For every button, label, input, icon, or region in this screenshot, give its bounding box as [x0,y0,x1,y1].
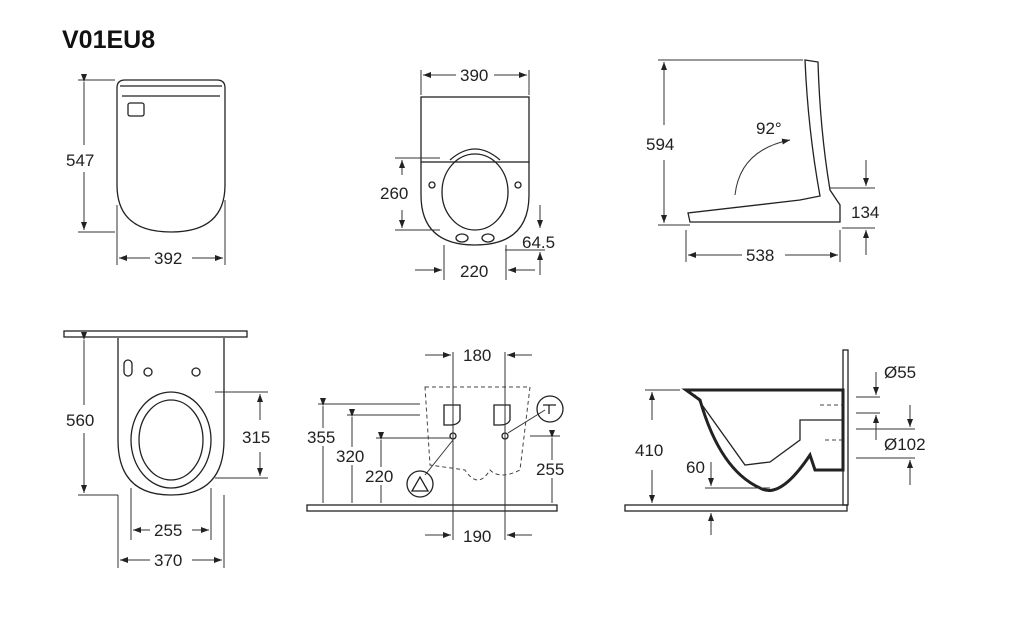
dim-bowl-height: 410 [635,441,663,460]
dim-bowl-width: 370 [154,551,182,570]
dim-bowl-length: 560 [66,411,94,430]
dim-bowl-depth: 60 [686,458,705,477]
dim-wall-bottom-spacing: 190 [463,527,491,546]
dim-inlet-diameter: Ø55 [884,363,916,382]
dim-outlet-diameter: Ø102 [884,435,926,454]
electrical-warning-icon [406,470,434,498]
dim-seat-width: 392 [154,249,182,268]
dim-seat-length: 547 [66,151,94,170]
view-wall-installation: 180 190 355 320 220 255 [306,346,571,546]
dim-side-seat-height: 134 [851,203,879,222]
dim-front-bottom-width: 220 [460,262,488,281]
dim-side-height: 594 [646,135,674,154]
dim-front-offset: 64.5 [522,233,555,252]
dim-bowl-inner-width: 255 [154,521,182,540]
dim-wall-h4: 255 [536,460,564,479]
dim-front-height: 260 [380,184,408,203]
view-seat-top: 547 392 [66,74,226,268]
dim-bowl-seat-depth: 315 [242,428,270,447]
dim-wall-top-spacing: 180 [463,346,491,365]
dim-wall-h2: 320 [336,447,364,466]
view-bowl-side: 410 60 Ø55 Ø102 [624,349,926,535]
view-bowl-top: 560 315 255 370 [63,330,270,570]
view-seat-side: 92° 594 134 538 [646,59,879,265]
water-tap-icon [536,395,564,423]
dim-wall-h3: 220 [365,467,393,486]
dim-side-length: 538 [746,246,774,265]
view-seat-front: 390 260 64.5 220 [380,66,555,281]
product-code-title: V01EU8 [62,26,156,54]
dim-side-angle: 92° [756,119,782,138]
dim-front-width: 390 [460,66,488,85]
dim-wall-h1: 355 [307,428,335,447]
